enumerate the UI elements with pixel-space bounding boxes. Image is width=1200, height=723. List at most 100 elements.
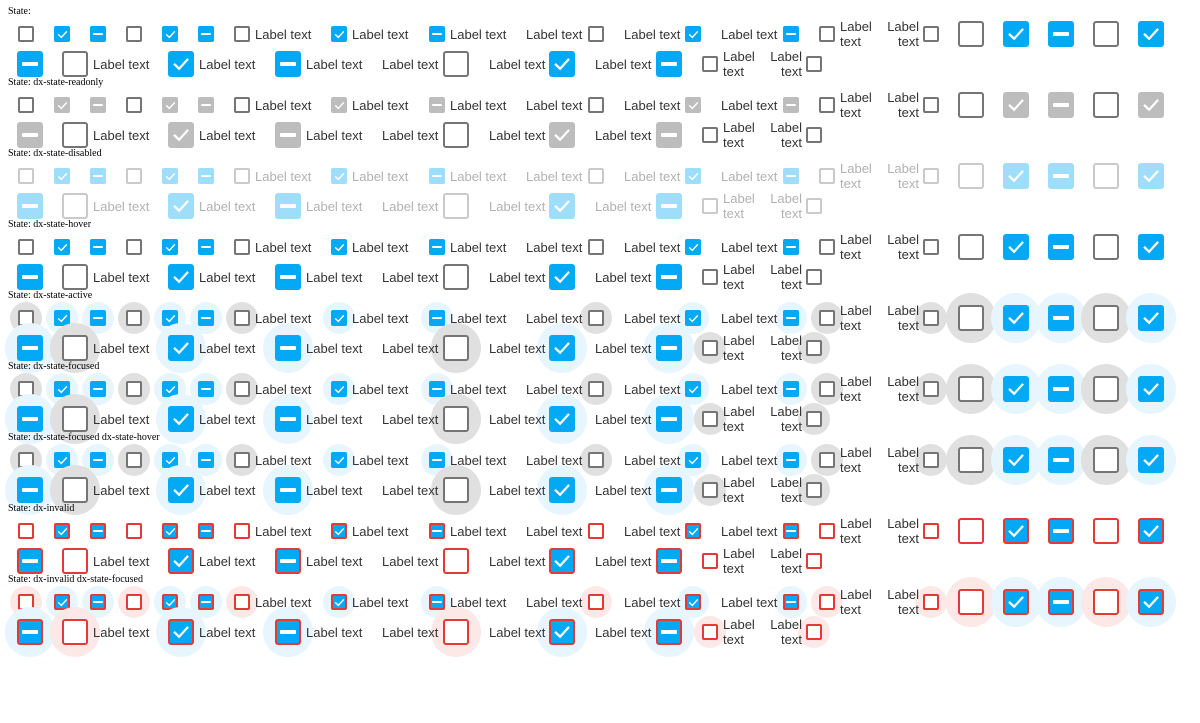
checkbox-unchecked[interactable] xyxy=(915,89,947,121)
checkbox-checked[interactable] xyxy=(991,435,1041,485)
checkbox-unchecked[interactable] xyxy=(226,302,258,334)
checkbox-indeterminate[interactable] xyxy=(5,110,55,160)
checkbox-unchecked[interactable] xyxy=(431,465,481,515)
checkbox-unchecked[interactable] xyxy=(798,474,830,506)
checkbox-checked[interactable] xyxy=(991,364,1041,414)
checkbox-checked[interactable] xyxy=(1126,506,1176,556)
checkbox-indeterminate[interactable] xyxy=(1036,80,1086,130)
checkbox-checked[interactable] xyxy=(1126,577,1176,627)
checkbox-indeterminate[interactable] xyxy=(5,607,55,657)
checkbox-indeterminate[interactable] xyxy=(644,39,694,89)
checkbox-unchecked[interactable] xyxy=(580,586,612,618)
checkbox-checked[interactable] xyxy=(156,323,206,373)
checkbox-indeterminate[interactable] xyxy=(5,323,55,373)
checkbox-unchecked[interactable] xyxy=(118,373,150,405)
checkbox-indeterminate[interactable] xyxy=(5,536,55,586)
checkbox-unchecked[interactable] xyxy=(10,89,42,121)
checkbox-checked[interactable] xyxy=(323,18,355,50)
checkbox-unchecked[interactable] xyxy=(694,545,726,577)
checkbox-unchecked[interactable] xyxy=(10,231,42,263)
checkbox-unchecked[interactable] xyxy=(1081,435,1131,485)
checkbox-indeterminate[interactable] xyxy=(1036,577,1086,627)
checkbox-unchecked[interactable] xyxy=(694,474,726,506)
checkbox-unchecked[interactable] xyxy=(946,293,996,343)
checkbox-unchecked[interactable] xyxy=(811,302,843,334)
checkbox-indeterminate[interactable] xyxy=(82,373,114,405)
checkbox-indeterminate[interactable] xyxy=(82,18,114,50)
checkbox-unchecked[interactable] xyxy=(915,231,947,263)
checkbox-unchecked[interactable] xyxy=(226,18,258,50)
checkbox-checked[interactable] xyxy=(154,89,186,121)
checkbox-unchecked[interactable] xyxy=(226,515,258,547)
checkbox-checked[interactable] xyxy=(46,18,78,50)
checkbox-indeterminate[interactable] xyxy=(421,89,453,121)
checkbox-unchecked[interactable] xyxy=(10,18,42,50)
checkbox-indeterminate[interactable] xyxy=(775,89,807,121)
checkbox-unchecked[interactable] xyxy=(431,607,481,657)
checkbox-indeterminate[interactable] xyxy=(82,89,114,121)
checkbox-indeterminate[interactable] xyxy=(263,323,313,373)
checkbox-indeterminate[interactable] xyxy=(644,607,694,657)
checkbox-unchecked[interactable] xyxy=(694,616,726,648)
checkbox-indeterminate[interactable] xyxy=(1036,222,1086,272)
checkbox-indeterminate[interactable] xyxy=(1036,364,1086,414)
checkbox-unchecked[interactable] xyxy=(118,515,150,547)
checkbox-checked[interactable] xyxy=(1126,293,1176,343)
checkbox-checked[interactable] xyxy=(156,465,206,515)
checkbox-checked[interactable] xyxy=(323,373,355,405)
checkbox-checked[interactable] xyxy=(156,536,206,586)
checkbox-indeterminate[interactable] xyxy=(421,515,453,547)
checkbox-unchecked[interactable] xyxy=(226,444,258,476)
checkbox-checked[interactable] xyxy=(537,39,587,89)
checkbox-checked[interactable] xyxy=(154,231,186,263)
checkbox-indeterminate[interactable] xyxy=(644,536,694,586)
checkbox-indeterminate[interactable] xyxy=(5,252,55,302)
checkbox-unchecked[interactable] xyxy=(118,444,150,476)
checkbox-unchecked[interactable] xyxy=(946,435,996,485)
checkbox-unchecked[interactable] xyxy=(118,231,150,263)
checkbox-unchecked[interactable] xyxy=(1081,80,1131,130)
checkbox-indeterminate[interactable] xyxy=(1036,293,1086,343)
checkbox-indeterminate[interactable] xyxy=(775,444,807,476)
checkbox-unchecked[interactable] xyxy=(1081,577,1131,627)
checkbox-unchecked[interactable] xyxy=(226,231,258,263)
checkbox-unchecked[interactable] xyxy=(50,110,100,160)
checkbox-indeterminate[interactable] xyxy=(5,394,55,444)
checkbox-unchecked[interactable] xyxy=(118,586,150,618)
checkbox-unchecked[interactable] xyxy=(915,373,947,405)
checkbox-indeterminate[interactable] xyxy=(263,394,313,444)
checkbox-unchecked[interactable] xyxy=(1081,222,1131,272)
checkbox-unchecked[interactable] xyxy=(50,252,100,302)
checkbox-checked[interactable] xyxy=(1126,9,1176,59)
checkbox-checked[interactable] xyxy=(991,222,1041,272)
checkbox-checked[interactable] xyxy=(677,18,709,50)
checkbox-indeterminate[interactable] xyxy=(190,515,222,547)
checkbox-unchecked[interactable] xyxy=(580,89,612,121)
checkbox-unchecked[interactable] xyxy=(694,48,726,80)
checkbox-indeterminate[interactable] xyxy=(190,18,222,50)
checkbox-unchecked[interactable] xyxy=(1081,9,1131,59)
checkbox-checked[interactable] xyxy=(537,252,587,302)
checkbox-indeterminate[interactable] xyxy=(421,231,453,263)
checkbox-unchecked[interactable] xyxy=(431,536,481,586)
checkbox-indeterminate[interactable] xyxy=(263,110,313,160)
checkbox-checked[interactable] xyxy=(1126,435,1176,485)
checkbox-unchecked[interactable] xyxy=(798,616,830,648)
checkbox-unchecked[interactable] xyxy=(946,80,996,130)
checkbox-unchecked[interactable] xyxy=(50,39,100,89)
checkbox-unchecked[interactable] xyxy=(118,18,150,50)
checkbox-unchecked[interactable] xyxy=(580,18,612,50)
checkbox-checked[interactable] xyxy=(323,302,355,334)
checkbox-unchecked[interactable] xyxy=(946,222,996,272)
checkbox-indeterminate[interactable] xyxy=(1036,9,1086,59)
checkbox-unchecked[interactable] xyxy=(226,586,258,618)
checkbox-unchecked[interactable] xyxy=(50,536,100,586)
checkbox-unchecked[interactable] xyxy=(915,302,947,334)
checkbox-indeterminate[interactable] xyxy=(644,465,694,515)
checkbox-checked[interactable] xyxy=(156,607,206,657)
checkbox-unchecked[interactable] xyxy=(50,323,100,373)
checkbox-checked[interactable] xyxy=(537,536,587,586)
checkbox-unchecked[interactable] xyxy=(811,515,843,547)
checkbox-checked[interactable] xyxy=(1126,222,1176,272)
checkbox-indeterminate[interactable] xyxy=(1036,506,1086,556)
